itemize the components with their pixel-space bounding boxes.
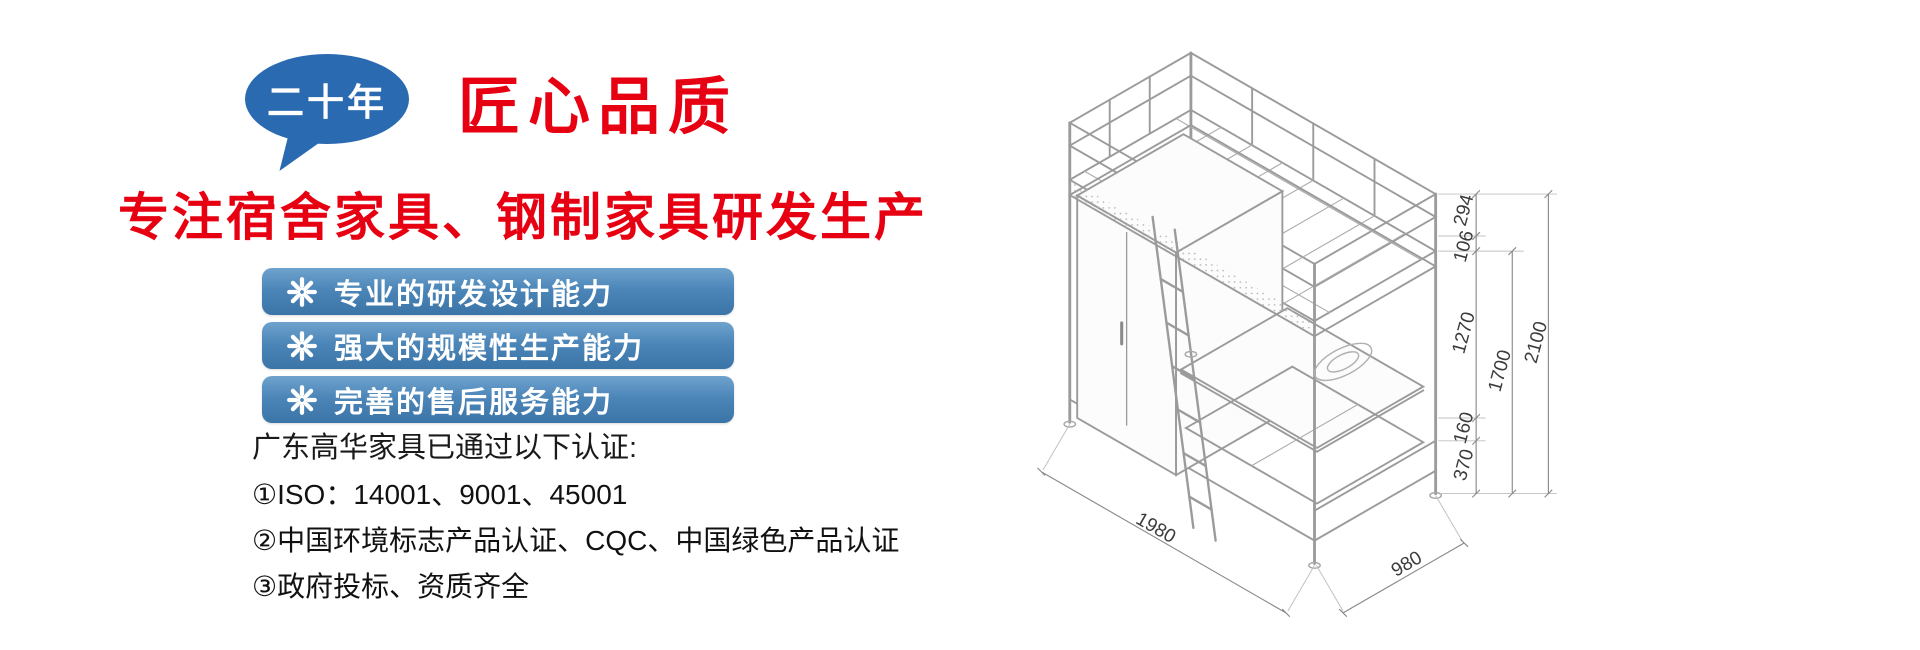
certifications-intro: 广东高华家具已通过以下认证: [252, 432, 638, 464]
certifications-block: 广东高华家具已通过以下认证: ①ISO：14001、9001、45001 ②中国… [252, 424, 899, 610]
extension-lines [1042, 193, 1557, 612]
feature-bar-production: 强大的规模性生产能力 [262, 322, 734, 369]
bed-feet [1063, 350, 1443, 569]
loft-bed-drawing [1063, 51, 1443, 569]
headline-subtitle: 专注宿舍家具、钢制家具研发生产 [118, 189, 929, 246]
dimension-label-2100: 2100 [1521, 319, 1552, 365]
flower-icon [286, 276, 318, 308]
feature-bar-after-sales: 完善的售后服务能力 [262, 376, 734, 423]
product-technical-drawing: 294 106 1270 160 370 1700 2100 1980 980 [1037, 51, 1557, 618]
dimension-label-370: 370 [1450, 447, 1478, 483]
dimension-label-1700: 1700 [1485, 348, 1516, 394]
flower-icon [286, 384, 318, 416]
dimension-lines [1037, 189, 1553, 618]
certification-item: ①ISO：14001、9001、45001 [252, 479, 628, 510]
dimension-label-980: 980 [1388, 547, 1426, 581]
dimension-label-1980: 1980 [1132, 509, 1179, 548]
years-badge-label: 二十年 [267, 82, 387, 123]
certification-item: ②中国环境标志产品认证、CQC、中国绿色产品认证 [252, 525, 900, 556]
dimension-label-294: 294 [1450, 192, 1479, 228]
feature-bar-label: 完善的售后服务能力 [334, 386, 614, 419]
dimension-label-106: 106 [1450, 228, 1478, 264]
feature-bar-rd-design: 专业的研发设计能力 [262, 268, 734, 315]
headline-title: 匠心品质 [458, 73, 739, 142]
certification-item: ③政府投标、资质齐全 [252, 571, 530, 602]
dimension-label-1270: 1270 [1449, 310, 1480, 356]
ladder [1151, 215, 1217, 542]
years-badge: 二十年 [245, 54, 409, 144]
feature-bar-label: 专业的研发设计能力 [334, 278, 614, 311]
bunk-frame-lower-edge [1067, 124, 1438, 338]
feature-bar-label: 强大的规模性生产能力 [334, 332, 645, 365]
flower-icon [286, 330, 318, 362]
rolled-mattress [1313, 342, 1373, 382]
bottom-shelf [1184, 365, 1426, 505]
safety-mesh-panel [1069, 179, 1315, 337]
